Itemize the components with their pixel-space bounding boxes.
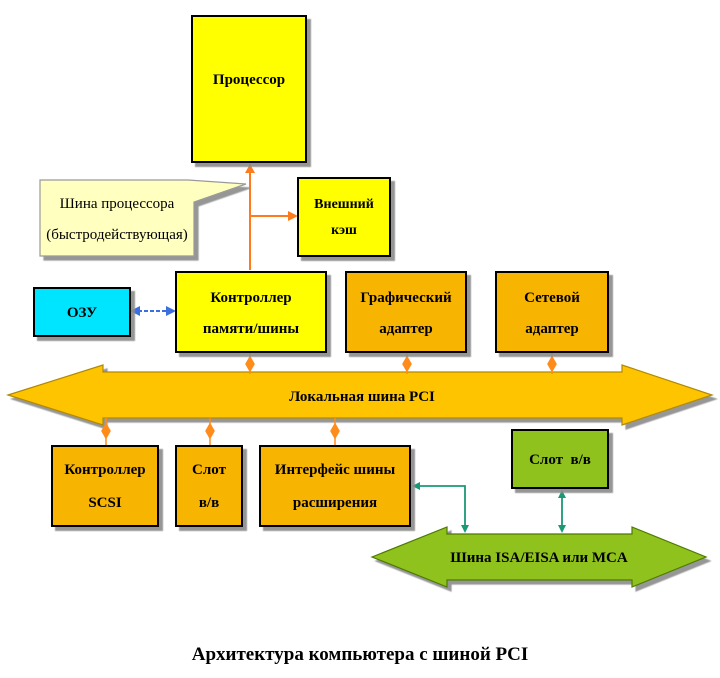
net-label-line1: Сетевой	[524, 290, 580, 306]
scsi-label-line2: SCSI	[88, 495, 122, 511]
isa-bus-label: Шина ISA/EISA или MCA	[450, 550, 628, 566]
arrowhead-to-cpu	[245, 164, 255, 173]
callout-label-line2: (быстродействующая)	[46, 227, 188, 243]
pci-bus-label: Локальная шина PCI	[289, 389, 435, 405]
io-slot-label-line1: Слот	[192, 462, 227, 478]
io-slot-box	[175, 445, 243, 527]
cache-label-line1: Внешний	[314, 197, 374, 212]
diagram-caption: Архитектура компьютера с шиной PCI	[191, 644, 529, 665]
mem-ctrl-box	[175, 271, 327, 353]
mem-ctrl-label-line2: памяти/шины	[203, 321, 300, 337]
processor-bus-callout	[39, 179, 247, 257]
pci-bus-arrow	[6, 364, 714, 426]
callout-label-line1: Шина процессора	[60, 196, 175, 212]
isa-links	[418, 485, 563, 528]
isa-slot-label: Слот в/в	[529, 452, 591, 468]
arrowhead-to-ram	[130, 306, 140, 316]
gfx-label-line1: Графический	[360, 290, 452, 306]
bridge-label-line2: расширения	[293, 495, 377, 511]
cpu-box	[191, 15, 307, 163]
arrowhead-to-bridge	[412, 482, 420, 490]
scsi-label-line1: Контроллер	[64, 462, 145, 478]
ram-label: ОЗУ	[67, 305, 97, 321]
io-slot-label-line2: в/в	[199, 495, 219, 511]
bridge-box	[259, 445, 411, 527]
cache-box	[297, 177, 391, 257]
arrowhead-to-cache	[288, 211, 298, 221]
arrowhead-to-isa-bus-a	[461, 525, 469, 533]
bridge-label-line1: Интерфейс шины	[275, 462, 396, 478]
arrowhead-to-isa-slot	[558, 490, 566, 498]
gfx-label-line2: адаптер	[379, 321, 432, 337]
scsi-box	[51, 445, 159, 527]
cache-label-line2: кэш	[331, 223, 357, 238]
gfx-box	[345, 271, 467, 353]
isa-bus-arrow	[370, 526, 708, 588]
net-box	[495, 271, 609, 353]
pci-connectors	[101, 352, 557, 446]
arrowhead-to-mem-ctrl	[166, 306, 176, 316]
isa-slot-box	[511, 429, 609, 489]
ram-box	[33, 287, 131, 337]
processor-bus-lines	[249, 164, 290, 270]
cpu-label: Процессор	[213, 72, 285, 88]
net-label-line2: адаптер	[525, 321, 578, 337]
arrowhead-to-isa-bus-b	[558, 525, 566, 533]
mem-ctrl-label-line1: Контроллер	[210, 290, 291, 306]
